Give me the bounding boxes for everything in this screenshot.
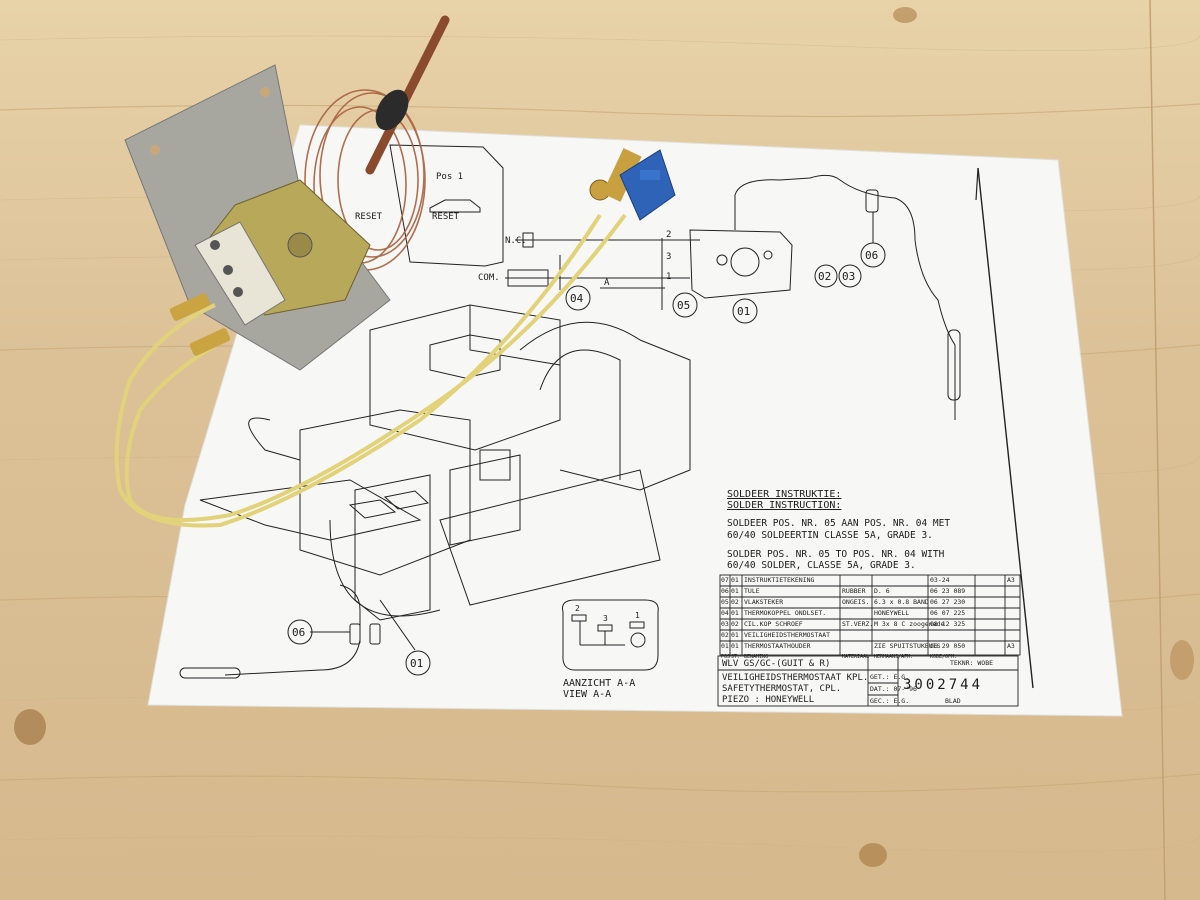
title-en: SAFETYTHERMOSTAT, CPL.	[722, 684, 842, 694]
parts-table-header-cell: HERMAANS/AFM.	[874, 654, 914, 660]
parts-table-cell: D. 6	[874, 587, 890, 595]
parts-table-cell: 01	[731, 587, 739, 595]
nc-label: N.C.	[505, 236, 527, 246]
callout-04: 04	[570, 292, 584, 305]
view-caption-nl: AANZICHT A-A	[563, 678, 636, 689]
callout-02: 02	[818, 270, 832, 283]
instruction-heading-nl: SOLDEER INSTRUKTIE:	[727, 489, 842, 500]
view-caption-en: VIEW A-A	[563, 689, 612, 700]
instruction-line1-nl: SOLDEER POS. NR. 05 AAN POS. NR. 04 MET	[727, 518, 951, 529]
parts-table-cell: 02	[731, 598, 739, 606]
instruction-line2-nl: 60/40 SOLDEERTIN CLASSE 5A, GRADE 3.	[727, 530, 933, 541]
parts-table-cell: 04	[721, 609, 729, 617]
callout-03: 03	[842, 270, 856, 283]
parts-table-cell: 08 12 325	[930, 620, 966, 628]
pin-3-label: 3	[666, 252, 672, 262]
parts-table-cell: 02	[731, 620, 739, 628]
parts-table-cell: 6.3 x 0.8 BAND	[874, 598, 929, 606]
reset-label-right: RESET	[432, 212, 460, 222]
parts-table-cell: ONGEIS.	[842, 598, 870, 606]
probe	[365, 15, 450, 175]
parts-table-header-cell: MATERIAAL	[842, 654, 870, 660]
parts-table-cell: 03-24	[930, 576, 950, 584]
title-field-get: GET.: E.G.	[870, 673, 910, 681]
parts-table-cell: RUBBER	[842, 587, 866, 595]
parts-table-header-cell: POS	[721, 654, 731, 660]
connector-icon	[619, 149, 676, 221]
parts-table-cell: 06 23 089	[930, 587, 966, 595]
parts-table-cell: CIL.KOP SCHROEF	[744, 620, 803, 628]
parts-table-cell: 05	[721, 598, 729, 606]
callout-01-bottom: 01	[410, 657, 424, 670]
title-piezo: PIEZO : HONEYWELL	[722, 695, 815, 705]
callout-06-top: 06	[865, 249, 879, 262]
callout-05: 05	[677, 299, 691, 312]
parts-table-cell: VLAKSTEKER	[744, 598, 784, 606]
parts-table-cell: 01	[731, 631, 739, 639]
title-nl: VEILIGHEIDSTHERMOSTAAT KPL.	[722, 673, 869, 683]
view-pin-3: 3	[603, 614, 608, 623]
parts-table-cell: A3	[1007, 642, 1015, 650]
parts-table-cell: TULE	[744, 587, 760, 595]
title-field-tek: TEKNR: WOBE	[950, 659, 994, 667]
parts-table-cell: THERMOKOPPEL ONDLSET.	[744, 609, 827, 617]
pin-2-label: 2	[666, 230, 672, 240]
callout-01-top: 01	[737, 305, 751, 318]
parts-table-cell: 02	[721, 631, 729, 639]
parts-table-cell: 01	[721, 642, 729, 650]
parts-table-cell: THERMOSTAATHOUDER	[744, 642, 811, 650]
instruction-line1-en: SOLDER POS. NR. 05 TO POS. NR. 04 WITH	[727, 549, 945, 560]
parts-table-header-cell: ST.	[731, 654, 741, 660]
parts-table-cell: VEILIGHEIDSTHERMOSTAAT	[744, 631, 831, 639]
pin-1-label: 1	[666, 272, 672, 282]
drawing-number: 3002744	[903, 677, 984, 693]
instruction-heading-en: SOLDER INSTRUCTION:	[727, 500, 842, 511]
title-field-dat: DAT.: 07-'96	[870, 685, 917, 693]
callout-06-bottom: 06	[292, 626, 306, 639]
title-field-blad: BLAD	[945, 697, 961, 705]
parts-table-cell: 06 27 230	[930, 598, 966, 606]
parts-table-cell: 07	[721, 576, 729, 584]
parts-table-cell: 06 07 225	[930, 609, 966, 617]
parts-table-cell: 06	[721, 587, 729, 595]
parts-table-cell: 01	[731, 609, 739, 617]
parts-table-cell: ST.VERZ.	[842, 620, 874, 628]
parts-table-cell: HONEYWELL	[874, 609, 910, 617]
yellow-wires	[114, 213, 627, 528]
dim-a-label: A	[604, 278, 610, 288]
parts-table-cell: 01	[731, 576, 739, 584]
reset-label-left: RESET	[355, 212, 383, 222]
parts-table-cell: A3	[1007, 576, 1015, 584]
parts-table-cell: 01	[731, 642, 739, 650]
parts-table-cell: INSTRUKTIETEKENING	[744, 576, 815, 584]
parts-table-header-cell: KODE/OPM.	[930, 654, 958, 660]
title-field-gec: GEC.: E.G.	[870, 697, 910, 705]
parts-table-cell: M 3x 8 C zoogenade	[874, 620, 945, 628]
parts-table-cell: 03	[721, 620, 729, 628]
title-model: WLV GS/GC-(GUIT & R)	[722, 659, 831, 669]
instruction-line2-en: 60/40 SOLDER, CLASSE 5A, GRADE 3.	[727, 560, 916, 571]
parts-table-header-cell: BENAMING	[744, 654, 769, 660]
parts-table-cell: ZIE SPUITSTUKBUIS	[874, 642, 941, 650]
parts-table-cell: 06 29 050	[930, 642, 966, 650]
com-label: COM.	[478, 273, 500, 283]
view-pin-1: 1	[635, 611, 640, 620]
pos-label: Pos 1	[436, 172, 464, 182]
view-pin-2: 2	[575, 604, 580, 613]
